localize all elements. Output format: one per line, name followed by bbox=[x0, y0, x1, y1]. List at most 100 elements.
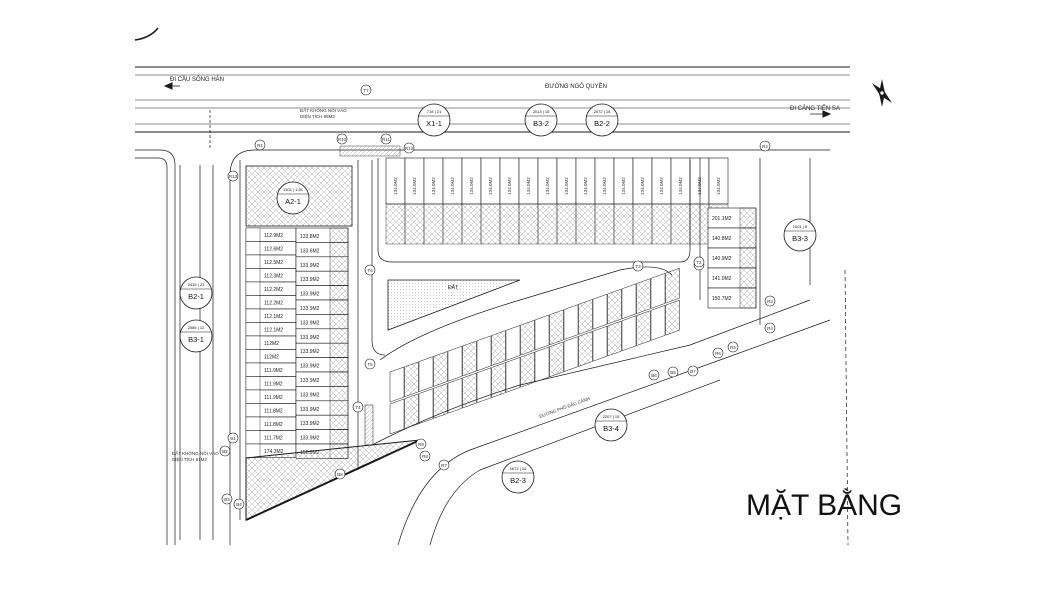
marker-label: B1 bbox=[230, 436, 236, 441]
lot bbox=[404, 393, 419, 430]
lot-area-label: 201.1M2 bbox=[712, 216, 732, 222]
marker-circle bbox=[632, 260, 644, 272]
lot-hatch bbox=[499, 203, 520, 245]
marker-label: R6 bbox=[715, 351, 721, 356]
lot-area-label: 133.9M2 bbox=[300, 407, 320, 413]
lot-number-cell bbox=[245, 416, 261, 431]
lot-hatch bbox=[594, 203, 615, 245]
lot-area-label: 133.9M2 bbox=[300, 292, 320, 298]
lot-area-label: 133.9M2 bbox=[300, 364, 320, 370]
lot bbox=[592, 293, 608, 330]
block-circle bbox=[179, 276, 213, 310]
lot-area-label: 112.9M2 bbox=[264, 233, 283, 239]
lot-number-cell bbox=[245, 430, 261, 445]
marker-label: B5 bbox=[670, 370, 676, 375]
marker-circle bbox=[334, 468, 346, 480]
marker-label: R10 bbox=[338, 137, 347, 142]
marker-label: T5 bbox=[367, 362, 373, 367]
lot bbox=[636, 278, 651, 314]
marker-circle bbox=[764, 322, 776, 334]
marker-circle bbox=[415, 438, 427, 450]
lot-hatch bbox=[329, 299, 349, 315]
lot-area-label: 111.9M2 bbox=[264, 382, 283, 388]
lot-area-label: 134.0M2 bbox=[431, 177, 436, 195]
lot-area-label: 134.0M2 bbox=[507, 177, 512, 195]
lot-area-label: 133.9M2 bbox=[300, 277, 320, 283]
marker-label: R1 bbox=[257, 143, 263, 148]
page-title: MẶT BẰNG bbox=[746, 488, 902, 522]
marker-circle bbox=[667, 366, 679, 378]
lot bbox=[505, 325, 521, 361]
lot-hatch bbox=[518, 203, 539, 245]
lot bbox=[476, 367, 492, 404]
lot bbox=[578, 299, 593, 335]
lot bbox=[607, 288, 622, 325]
block-name: B2-1 bbox=[188, 292, 204, 301]
marker-label: R5 bbox=[730, 345, 736, 350]
lot bbox=[433, 351, 448, 387]
marker-label: T7 bbox=[363, 88, 369, 93]
road-label-curved: ĐƯỜNG PHỐ ĐẶC CẢNH bbox=[538, 395, 590, 419]
lot-hatch bbox=[329, 314, 349, 329]
note-upper-line1: ĐẤT KHÔNG NỐI VÀO bbox=[300, 107, 347, 113]
lot-area-label: 133.9M2 bbox=[300, 349, 320, 355]
lot-number-cell bbox=[245, 254, 261, 269]
lot-hatch bbox=[556, 203, 577, 245]
lot bbox=[578, 331, 593, 367]
lot bbox=[534, 346, 550, 383]
lot-hatch bbox=[689, 203, 710, 245]
marker-circle bbox=[380, 133, 392, 145]
lot-hatch bbox=[329, 227, 349, 243]
lot-number-cell bbox=[245, 268, 261, 283]
lot-area-label: 134.0M2 bbox=[469, 177, 474, 195]
lot-hatch bbox=[329, 357, 349, 373]
lot-area-label: 111.9M2 bbox=[264, 395, 283, 401]
lot-number-cell bbox=[245, 403, 261, 418]
lot-hatch bbox=[480, 203, 501, 245]
lot-area-label: 140.9M2 bbox=[712, 256, 732, 262]
note-lower-line2: DIỆN TÍCH 91M2 bbox=[172, 455, 207, 462]
lot-area-label: 134.0M2 bbox=[412, 177, 417, 195]
marker-circle bbox=[360, 84, 372, 96]
block-name: B3-1 bbox=[188, 335, 204, 344]
lot-area-label: 134.0M2 bbox=[621, 177, 626, 195]
marker-label: T6 bbox=[367, 268, 373, 273]
lot-number-cell bbox=[245, 443, 261, 458]
lot-hatch bbox=[670, 203, 691, 245]
lot bbox=[592, 325, 608, 362]
marker-circle bbox=[693, 256, 705, 268]
lot bbox=[607, 320, 622, 357]
lot-area-label: 134.0M2 bbox=[545, 177, 550, 195]
lot-area-label: 134.0M2 bbox=[659, 177, 664, 195]
block-number: 2415 | 21 bbox=[188, 282, 205, 287]
marker-label: R3 bbox=[767, 299, 773, 304]
lot-hatch bbox=[329, 256, 349, 272]
lot-area-label: 133.9M2 bbox=[300, 306, 320, 312]
marker-label: T3 bbox=[635, 264, 641, 269]
lot-hatch bbox=[329, 400, 349, 416]
road-label-ngo-quyen: ĐƯỜNG NGÔ QUYỀN bbox=[545, 83, 607, 90]
marker-label: R13 bbox=[229, 174, 238, 179]
north-arrow-icon bbox=[872, 79, 892, 107]
triangle-label: ĐẤT bbox=[448, 284, 458, 291]
lot-area-label: 112.2M2 bbox=[264, 287, 283, 293]
block-circle bbox=[276, 181, 310, 215]
block-name: B2-2 bbox=[594, 119, 610, 128]
lot-area-label: 134.0M2 bbox=[716, 177, 721, 195]
marker-circle bbox=[254, 139, 266, 151]
lot-hatch bbox=[537, 203, 558, 245]
lot-area-label: 134.0M2 bbox=[564, 177, 569, 195]
marker-label: B2 bbox=[222, 449, 228, 454]
lot-hatch bbox=[404, 203, 425, 245]
marker-circle bbox=[759, 140, 771, 152]
marker-circle bbox=[403, 142, 415, 154]
marker-label: R7 bbox=[441, 463, 447, 468]
block-name: B3-3 bbox=[792, 234, 808, 243]
lot-number-cell bbox=[245, 281, 261, 296]
block-circle bbox=[417, 103, 451, 137]
lot-area-label: 112.2M2 bbox=[264, 301, 283, 307]
lot-area-label: 111.8M2 bbox=[264, 422, 283, 428]
lot-area-label: 134.0M2 bbox=[488, 177, 493, 195]
